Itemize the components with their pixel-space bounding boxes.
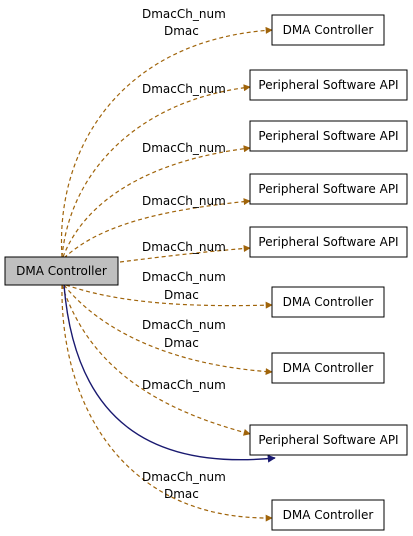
node-8-label: DMA Controller (283, 508, 374, 522)
node-5-box[interactable] (271, 286, 385, 318)
edge-6 (63, 284, 273, 376)
node-2-box[interactable] (249, 120, 408, 152)
node-0[interactable]: DMA Controller (271, 14, 385, 46)
node-7-box[interactable] (249, 424, 408, 456)
edge-8 (61, 284, 273, 522)
edge-label-5-line-2: Dmac (164, 288, 199, 302)
edge-label-8-line-1: DmacCh_num (142, 470, 226, 484)
edge-label-8-line-2: Dmac (164, 487, 199, 501)
edge-label-4-line-1: DmacCh_num (142, 240, 226, 254)
node-7-label: Peripheral Software API (258, 433, 398, 447)
node-8-box[interactable] (271, 499, 385, 531)
edge-0 (60, 26, 273, 258)
edges (60, 26, 276, 522)
node-2-label: Peripheral Software API (258, 129, 398, 143)
edge-1 (61, 84, 251, 258)
edge-solid-call (63, 284, 276, 463)
node-5-label: DMA Controller (283, 295, 374, 309)
node-8[interactable]: DMA Controller (271, 499, 385, 531)
edge-label-6-line-1: DmacCh_num (142, 318, 226, 332)
node-3[interactable]: Peripheral Software API (249, 173, 408, 205)
edge-label-0-line-2: Dmac (164, 24, 199, 38)
edge-7 (61, 284, 251, 436)
center-node-box[interactable] (4, 256, 119, 286)
edge-labels: DmacCh_num Dmac DmacCh_num DmacCh_num Dm… (142, 7, 226, 501)
node-6-box[interactable] (271, 352, 385, 384)
edge-label-2-line-1: DmacCh_num (142, 141, 226, 155)
edge-2 (62, 145, 251, 258)
node-4-box[interactable] (249, 226, 408, 258)
edge-label-7-line-1: DmacCh_num (142, 378, 226, 392)
edge-label-6-line-2: Dmac (164, 336, 199, 350)
nodes: DMA Controller DMA Controller Peripheral… (4, 14, 408, 531)
node-3-label: Peripheral Software API (258, 182, 398, 196)
center-node-label: DMA Controller (16, 264, 107, 278)
node-3-box[interactable] (249, 173, 408, 205)
node-0-box[interactable] (271, 14, 385, 46)
node-4[interactable]: Peripheral Software API (249, 226, 408, 258)
node-1-label: Peripheral Software API (258, 78, 398, 92)
node-5[interactable]: DMA Controller (271, 286, 385, 318)
node-4-label: Peripheral Software API (258, 235, 398, 249)
node-0-label: DMA Controller (283, 23, 374, 37)
edge-label-1-line-1: DmacCh_num (142, 82, 226, 96)
node-1[interactable]: Peripheral Software API (249, 69, 408, 101)
edge-4 (119, 245, 251, 263)
edge-label-3-line-1: DmacCh_num (142, 194, 226, 208)
node-7[interactable]: Peripheral Software API (249, 424, 408, 456)
edge-label-5-line-1: DmacCh_num (142, 270, 226, 284)
node-6[interactable]: DMA Controller (271, 352, 385, 384)
node-1-box[interactable] (249, 69, 408, 101)
node-2[interactable]: Peripheral Software API (249, 120, 408, 152)
node-6-label: DMA Controller (283, 361, 374, 375)
edge-label-0-line-1: DmacCh_num (142, 7, 226, 21)
edge-5 (65, 284, 273, 309)
center-node[interactable]: DMA Controller (4, 256, 119, 286)
